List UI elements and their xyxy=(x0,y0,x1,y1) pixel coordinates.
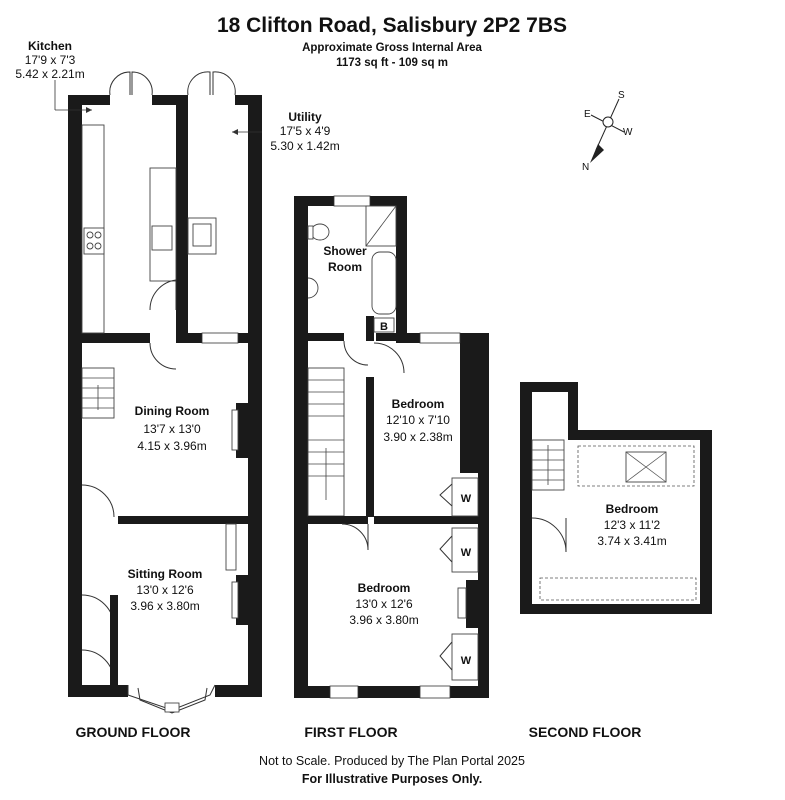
area-value: 1173 sq ft - 109 sq m xyxy=(336,57,448,69)
sink-icon xyxy=(151,225,173,251)
wardrobe-label: W xyxy=(461,493,472,505)
basin-icon xyxy=(307,277,319,299)
shower-label-2: Room xyxy=(328,260,362,274)
compass-s: S xyxy=(618,90,625,101)
bath-icon xyxy=(371,251,397,315)
kitchen-metric: 5.42 x 2.21m xyxy=(15,67,84,81)
wardrobe-label: W xyxy=(461,655,472,667)
ground-floor-plan: Kitchen 17'9 x 7'3 5.42 x 2.21m Utility … xyxy=(15,39,340,714)
wall xyxy=(68,95,82,697)
bedroom-back-metric: 3.90 x 2.38m xyxy=(383,430,452,444)
ground-floor-label: GROUND FLOOR xyxy=(75,724,190,740)
first-floor-label: FIRST FLOOR xyxy=(304,724,397,740)
sitting-metric: 3.96 x 3.80m xyxy=(130,599,199,613)
loft-bedroom-name: Bedroom xyxy=(606,502,659,516)
hob-icon xyxy=(83,227,105,255)
first-floor-plan: B W W W Shower Room Bedroo xyxy=(294,195,489,699)
second-floor-label: SECOND FLOOR xyxy=(529,724,642,740)
wardrobe-label: W xyxy=(461,547,472,559)
bedroom-back-name: Bedroom xyxy=(392,397,445,411)
utility-metric: 5.30 x 1.42m xyxy=(270,139,339,153)
bedroom-front-metric: 3.96 x 3.80m xyxy=(349,613,418,627)
compass-w: W xyxy=(623,127,633,138)
dining-name: Dining Room xyxy=(135,404,210,418)
footer-disclaimer: Not to Scale. Produced by The Plan Porta… xyxy=(259,754,525,768)
compass-n: N xyxy=(582,162,589,173)
second-floor-plan: Bedroom 12'3 x 11'2 3.74 x 3.41m xyxy=(520,382,712,614)
page-title: 18 Clifton Road, Salisbury 2P2 7BS xyxy=(217,14,567,37)
toilet-icon xyxy=(310,223,330,241)
shower-label-1: Shower xyxy=(323,244,367,258)
kitchen-island xyxy=(149,167,177,282)
wardrobe-icon xyxy=(451,477,479,517)
compass-icon: S E W N xyxy=(582,90,633,173)
bedroom-front-name: Bedroom xyxy=(358,581,411,595)
boiler-label: B xyxy=(380,321,388,333)
utility-name: Utility xyxy=(288,110,322,124)
loft-bedroom-imperial: 12'3 x 11'2 xyxy=(604,518,661,532)
compass-e: E xyxy=(584,109,591,120)
dining-imperial: 13'7 x 13'0 xyxy=(143,422,201,436)
kitchen-imperial: 17'9 x 7'3 xyxy=(25,53,76,67)
kitchen-name: Kitchen xyxy=(28,39,72,53)
sitting-name: Sitting Room xyxy=(128,567,203,581)
area-label: Approximate Gross Internal Area xyxy=(302,42,482,54)
utility-imperial: 17'5 x 4'9 xyxy=(280,124,331,138)
wardrobe-icon xyxy=(451,633,479,681)
wall xyxy=(248,95,262,697)
wardrobe-icon xyxy=(451,527,479,573)
bedroom-front-imperial: 13'0 x 12'6 xyxy=(355,597,413,611)
loft-bedroom-metric: 3.74 x 3.41m xyxy=(597,534,666,548)
footer-note: For Illustrative Purposes Only. xyxy=(302,772,482,786)
dining-metric: 4.15 x 3.96m xyxy=(137,439,206,453)
boiler-icon xyxy=(373,317,395,333)
sitting-imperial: 13'0 x 12'6 xyxy=(136,583,194,597)
bedroom-back-imperial: 12'10 x 7'10 xyxy=(386,413,450,427)
